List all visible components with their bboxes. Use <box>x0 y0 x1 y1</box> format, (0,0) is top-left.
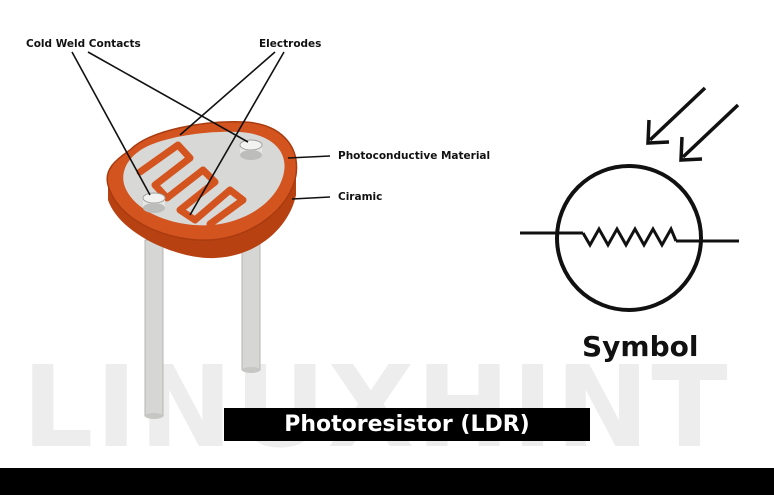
light-arrow-2-head <box>679 136 703 162</box>
light-arrow-2-shaft <box>681 103 740 159</box>
symbol-circle <box>555 164 703 312</box>
cold-weld-contacts <box>142 139 263 213</box>
component-leads <box>144 229 261 419</box>
title-text: Photoresistor (LDR) <box>284 412 530 437</box>
label-ceramic: Ciramic <box>338 191 383 203</box>
leader-photoconductive <box>287 155 331 159</box>
photoconductive-track <box>136 141 247 228</box>
ldr-symbol <box>520 86 740 312</box>
symbol-caption: Symbol <box>582 330 699 363</box>
light-arrow-1-head <box>646 119 670 145</box>
light-arrow-1-shaft <box>648 86 707 142</box>
leader-ceramic <box>291 196 331 200</box>
title-banner: Photoresistor (LDR) <box>224 408 590 441</box>
leader-electrode-left <box>179 51 276 136</box>
symbol-resistor-zigzag <box>581 225 678 249</box>
leader-electrode-right <box>189 51 285 216</box>
leader-lines <box>71 51 331 216</box>
label-electrodes: Electrodes <box>259 38 322 50</box>
leader-cold-weld-left <box>71 51 151 196</box>
leader-cold-weld-right <box>87 51 249 143</box>
label-photoconductive-material: Photoconductive Material <box>338 150 491 162</box>
label-cold-weld-contacts: Cold Weld Contacts <box>26 38 141 50</box>
bottom-bar <box>0 468 774 495</box>
